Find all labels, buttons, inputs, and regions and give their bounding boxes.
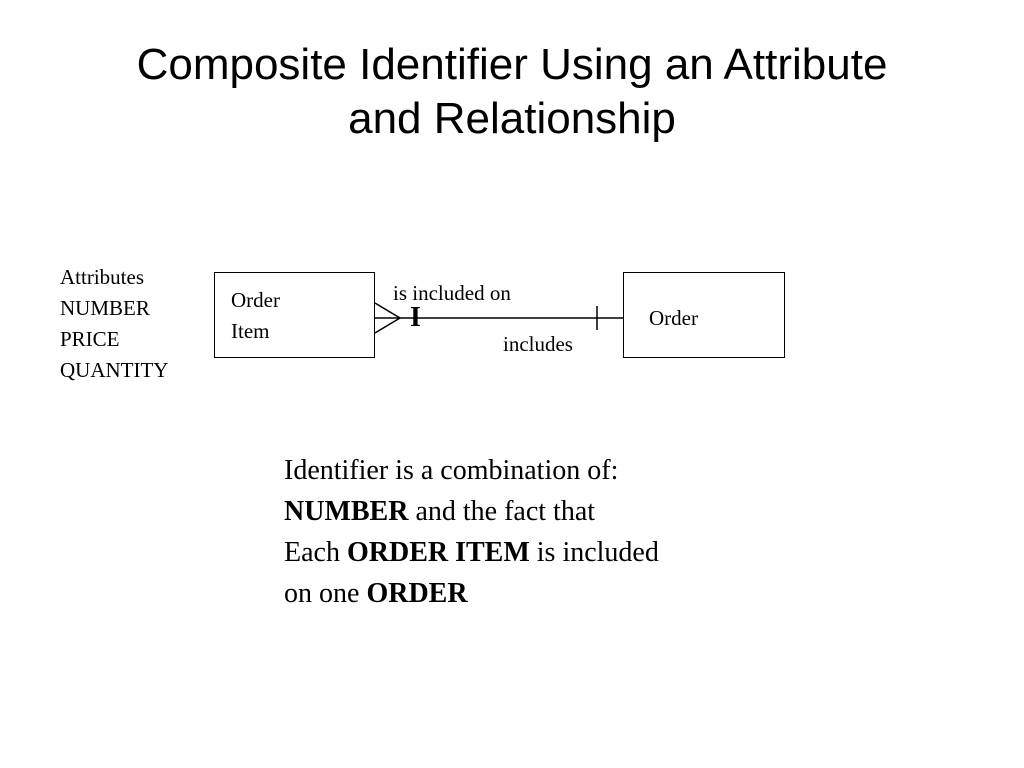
- explanation-line-4: on one ORDER: [284, 573, 659, 614]
- slide-title-line-1: Composite Identifier Using an Attribute: [136, 40, 888, 89]
- entity-order: Order: [623, 272, 785, 358]
- explanation-order-item-term: ORDER ITEM: [346, 537, 530, 568]
- slide-title: Composite Identifier Using an Attribute …: [0, 38, 1024, 146]
- crows-foot-lower: [374, 317, 401, 334]
- explanation-line-2-text: and the fact that: [408, 496, 596, 527]
- entity-order-item-label-line-2: Item: [231, 319, 270, 343]
- attributes-list: Attributes NUMBER PRICE QUANTITY: [60, 262, 168, 386]
- explanation-line-3-lead: Each: [284, 537, 347, 568]
- explanation-line-3-text: is included: [529, 537, 659, 568]
- attribute-item: NUMBER: [60, 296, 150, 320]
- entity-order-item: Order Item: [214, 272, 375, 358]
- attributes-heading: Attributes: [60, 265, 144, 289]
- explanation-number-term: NUMBER: [284, 496, 409, 527]
- explanation-order-term: ORDER: [366, 578, 468, 609]
- attribute-item: QUANTITY: [60, 358, 169, 382]
- explanation-line-1: Identifier is a combination of:: [284, 450, 659, 491]
- explanation-line-3: Each ORDER ITEM is included: [284, 532, 659, 573]
- identifier-mark: I: [410, 302, 421, 333]
- relationship-forward-label: is included on: [393, 281, 511, 305]
- slide-title-line-2: and Relationship: [348, 94, 676, 143]
- entity-order-item-label-line-1: Order: [231, 288, 280, 312]
- entity-order-item-label: Order Item: [231, 285, 280, 347]
- explanation-line-1-text: Identifier is a combination of:: [284, 455, 619, 486]
- identifier-explanation: Identifier is a combination of: NUMBER a…: [284, 450, 659, 614]
- entity-order-label: Order: [649, 306, 698, 330]
- explanation-line-2: NUMBER and the fact that: [284, 491, 659, 532]
- explanation-line-4-lead: on one: [284, 578, 367, 609]
- relationship-backward-label: includes: [503, 332, 573, 356]
- attribute-item: PRICE: [60, 327, 120, 351]
